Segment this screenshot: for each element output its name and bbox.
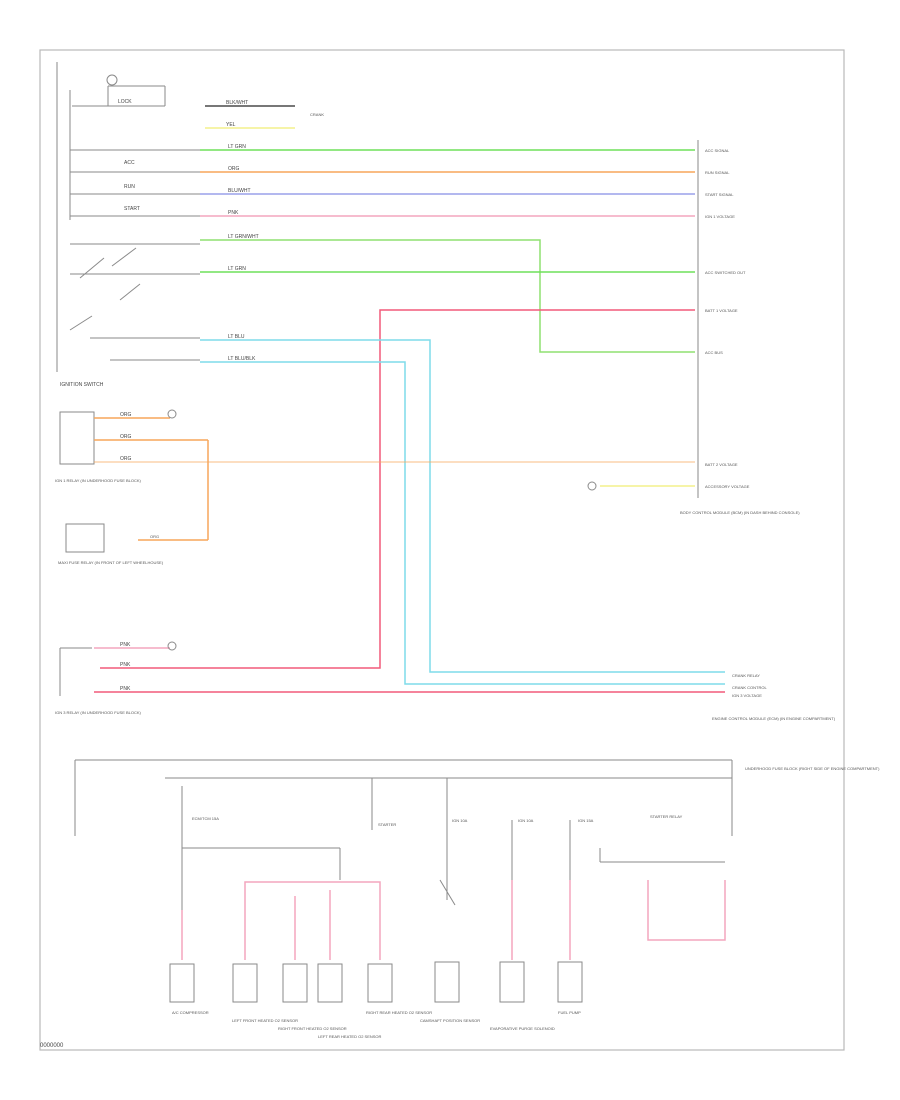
ecm-crank-relay-label: CRANK RELAY <box>732 673 760 678</box>
maxi-relay-label: MAXI FUSE RELAY (IN FRONT OF LEFT WHEELH… <box>58 560 164 565</box>
wire-pnk-label: PNK <box>228 210 239 216</box>
maxi-wire-label: ORG <box>150 534 159 539</box>
dest-acc-bus: ACC BUS <box>705 350 723 355</box>
ign1-wire1-label: ORG <box>120 412 132 418</box>
component-label-6: EVAPORATIVE PURGE SOLENOID <box>490 1026 555 1031</box>
bcm-title: BODY CONTROL MODULE (BCM) (IN DASH BEHIN… <box>680 510 800 515</box>
wire-blk-dest: CRANK <box>310 112 324 117</box>
component-label-2: RIGHT FRONT HEATED O2 SENSOR <box>278 1026 347 1031</box>
fuse-block: UNDERHOOD FUSE BLOCK (RIGHT SIDE OF ENGI… <box>74 759 880 910</box>
relay-box-ign3: PNK PNK PNK IGN 3 RELAY (IN UNDERHOOD FU… <box>55 641 725 715</box>
component-label-5: CAMSHAFT POSITION SENSOR <box>420 1018 480 1023</box>
ign3-wire2-label: PNK <box>120 662 131 668</box>
dest-run-signal: RUN SIGNAL <box>705 170 730 175</box>
connector-icon <box>167 409 177 419</box>
ign1-wire3-label: ORG <box>120 456 132 462</box>
diagram-code: 0000000 <box>40 1043 64 1049</box>
relay-box-ign1: ORG ORG ORG IGN 1 RELAY (IN UNDERHOOD FU… <box>55 409 695 540</box>
wire-battery-redpink <box>100 309 695 669</box>
wire-ltblu-blk <box>200 361 725 685</box>
wire-grn-label: LT GRN <box>228 144 246 150</box>
component-label-4: RIGHT REAR HEATED O2 SENSOR <box>366 1010 432 1015</box>
bcm-acc-voltage-label: ACCESSORY VOLTAGE <box>705 484 750 489</box>
fuse-output-wires <box>181 848 726 960</box>
component-label-7: FUEL PUMP <box>558 1010 581 1015</box>
bcm-batt2-label: BATT 2 VOLTAGE <box>705 462 738 467</box>
wire-blu-label: BLU/WHT <box>228 188 251 194</box>
wire-ltblu-label: LT BLU <box>228 334 245 340</box>
ign3-connector-icon <box>167 641 177 651</box>
fuse-ign1-label: IGN 10A <box>452 818 468 823</box>
fuse-ign2-label: IGN 10A <box>518 818 534 823</box>
fuse-block-label: UNDERHOOD FUSE BLOCK (RIGHT SIDE OF ENGI… <box>745 766 880 771</box>
position-acc-label: ACC <box>124 160 135 166</box>
ignition-switch: LOCK ACC RUN START IGNITION SWITCH <box>56 62 200 388</box>
key-lock-label: LOCK <box>118 99 132 105</box>
dest-acc-signal: ACC SIGNAL <box>705 148 730 153</box>
ign3-wire1-label: PNK <box>120 642 131 648</box>
component-label-0: A/C COMPRESSOR <box>172 1010 209 1015</box>
ign3-relay-label: IGN 3 RELAY (IN UNDERHOOD FUSE BLOCK) <box>55 710 142 715</box>
fuse-ecm-label: ECM/TCM 15A <box>192 816 219 821</box>
ign1-relay-label: IGN 1 RELAY (IN UNDERHOOD FUSE BLOCK) <box>55 478 142 483</box>
bcm-batt1-label: BATT 1 VOLTAGE <box>705 308 738 313</box>
dest-start-signal: START SIGNAL <box>705 192 734 197</box>
ecm-crank-control-label: CRANK CONTROL <box>732 685 767 690</box>
fuse-ign3-label: IGN 15A <box>578 818 594 823</box>
fuse-starter-relay-label: STARTER RELAY <box>650 814 683 819</box>
ecm-title: ENGINE CONTROL MODULE (ECM) (IN ENGINE C… <box>712 716 836 721</box>
component-label-1: LEFT FRONT HEATED O2 SENSOR <box>232 1018 298 1023</box>
accessory-connector-icon <box>587 481 597 491</box>
wire-blk-label: BLK/WHT <box>226 100 248 106</box>
relay-box-maxi: ORG MAXI FUSE RELAY (IN FRONT OF LEFT WH… <box>58 523 208 565</box>
bottom-components: A/C COMPRESSOR LEFT FRONT HEATED O2 SENS… <box>169 961 583 1039</box>
dest-acc-switched: ACC SWITCHED OUT <box>705 270 746 275</box>
wire-org-label: ORG <box>228 166 240 172</box>
ignition-switch-label: IGNITION SWITCH <box>60 382 104 388</box>
wire-yel-label: YEL <box>226 122 236 128</box>
position-start-label: START <box>124 206 140 212</box>
top-wires: BLK/WHT CRANK YEL LT GRN ORG BLU/WHT PNK… <box>200 100 746 355</box>
ign3-wire3-label: PNK <box>120 686 131 692</box>
dest-ign1-voltage: IGN 1 VOLTAGE <box>705 214 735 219</box>
ign1-wire2-label: ORG <box>120 434 132 440</box>
bcm-connector: BATT 1 VOLTAGE BATT 2 VOLTAGE ACCESSORY … <box>680 140 800 515</box>
ecm-ign3-label: IGN 3 VOLTAGE <box>732 693 762 698</box>
wire-ltgrn-label: LT GRN <box>228 266 246 272</box>
position-run-label: RUN <box>124 184 135 190</box>
component-label-3: LEFT REAR HEATED O2 SENSOR <box>318 1034 382 1039</box>
ignition-key-icon <box>106 74 118 86</box>
wire-ltblu <box>200 339 725 673</box>
diagram-border <box>39 49 845 1051</box>
fuse-starter-label: STARTER <box>378 822 396 827</box>
wire-ltblu-blk-label: LT BLU/BLK <box>228 356 256 362</box>
wire-ltgrn-wht-label: LT GRN/WHT <box>228 234 259 240</box>
